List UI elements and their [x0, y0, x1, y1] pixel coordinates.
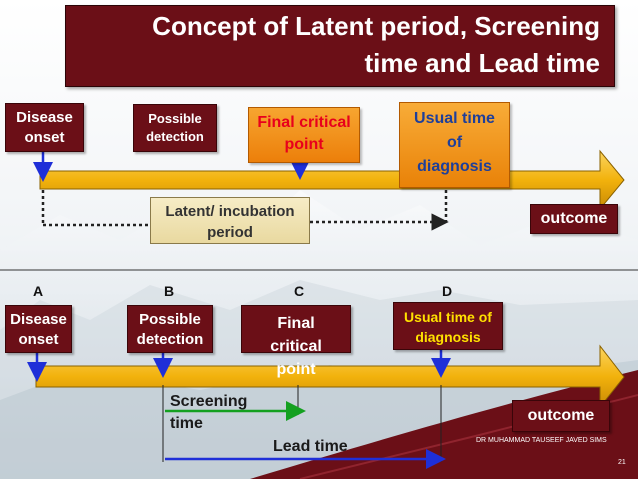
- title-line-1: Concept of Latent period, Screening: [152, 11, 600, 41]
- bottom-usual-time-line1: Usual time of: [404, 309, 492, 325]
- top-disease-onset-box: Disease onset: [5, 103, 84, 152]
- bottom-disease-onset-line2: onset: [18, 331, 59, 348]
- footer-swoosh: [250, 370, 638, 479]
- top-outcome-box: outcome: [530, 204, 618, 234]
- top-usual-time-line1: Usual time: [414, 110, 495, 127]
- top-possible-detection-line2: detection: [146, 129, 204, 144]
- latent-period-box: Latent/ incubation period: [150, 197, 310, 244]
- top-possible-detection-box: Possible detection: [133, 104, 217, 152]
- bottom-outcome-box: outcome: [512, 400, 610, 432]
- page-number: 21: [618, 459, 626, 466]
- bottom-final-critical-line2: critical: [270, 338, 322, 355]
- top-usual-time-line3: diagnosis: [417, 158, 492, 175]
- top-final-critical-point-box: Final critical point: [248, 107, 360, 163]
- slide-title: Concept of Latent period, Screening time…: [65, 8, 600, 82]
- bottom-disease-onset-line1: Disease: [10, 311, 67, 328]
- label-c: C: [294, 283, 305, 299]
- bottom-possible-detection-line1: Possible: [139, 311, 201, 328]
- bottom-final-critical-point-box: Final critical point: [241, 305, 351, 378]
- screening-time-line2: time: [170, 415, 203, 432]
- label-a: A: [33, 283, 44, 299]
- top-timeline-arrow: [39, 149, 625, 211]
- screening-time-line1: Screening: [170, 393, 248, 410]
- top-usual-time-box: Usual time of diagnosis: [399, 102, 510, 188]
- label-d: D: [442, 283, 453, 299]
- title-line-2: time and Lead time: [364, 48, 601, 78]
- label-b: B: [164, 283, 175, 299]
- bottom-usual-time-line2: diagnosis: [415, 329, 481, 345]
- latent-period-line2: period: [207, 224, 253, 241]
- bottom-possible-detection-line2: detection: [136, 331, 204, 348]
- bottom-disease-onset-box: Disease onset: [5, 305, 72, 353]
- latent-period-line1: Latent/ incubation: [165, 203, 295, 220]
- bottom-final-critical-line1: Final: [277, 315, 315, 332]
- top-disease-onset-line1: Disease: [16, 109, 73, 126]
- bottom-final-critical-line3: point: [276, 361, 316, 378]
- top-final-critical-line1: Final critical: [257, 114, 351, 131]
- screening-time-label: Screening time: [170, 391, 247, 435]
- top-final-critical-line2: point: [284, 136, 324, 153]
- bottom-possible-detection-box: Possible detection: [127, 305, 213, 353]
- latent-period-bracket: [41, 190, 449, 231]
- lead-time-label: Lead time: [273, 438, 348, 455]
- top-blue-markers: [33, 132, 456, 182]
- top-usual-time-line2: of: [446, 134, 463, 151]
- title-bar: [65, 5, 615, 87]
- bottom-timeline-arrow: [35, 344, 625, 409]
- bottom-usual-time-box: Usual time of diagnosis: [393, 302, 503, 350]
- top-possible-detection-line1: Possible: [148, 111, 202, 126]
- footer-author: DR MUHAMMAD TAUSEEF JAVED SIMS: [476, 437, 607, 444]
- top-disease-onset-line2: onset: [24, 129, 65, 146]
